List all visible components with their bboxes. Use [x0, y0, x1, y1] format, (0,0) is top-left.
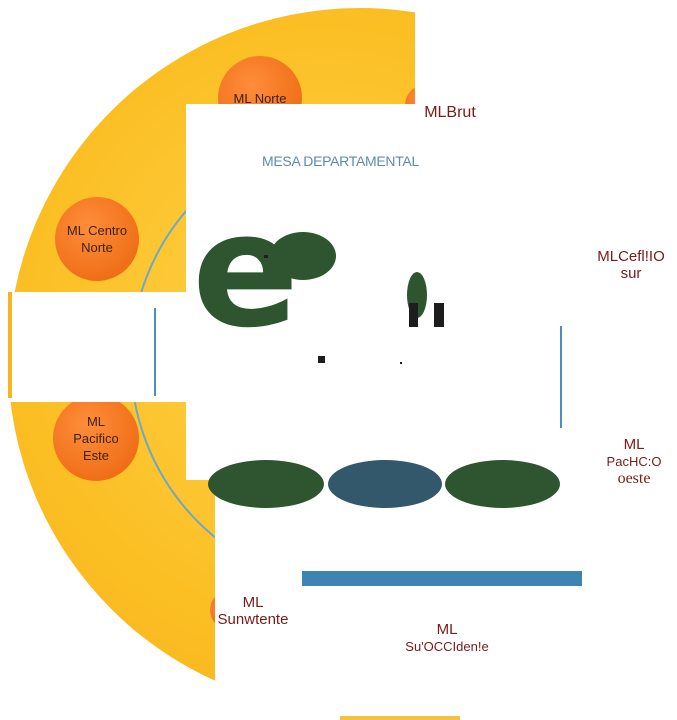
label-ml-sunwtente: ML Sunwtente [214, 594, 292, 628]
node-pacifico-este-line1: ML [86, 413, 106, 429]
blue-horizontal-bar [302, 571, 582, 586]
left-strip-edge [8, 292, 12, 398]
node-centro-norte-line2: Norte [81, 240, 113, 255]
node-ml-pacifico-este: ML Pacifico Este [53, 395, 139, 481]
label-ml-sur-line1: MLCefl!IO [597, 248, 665, 265]
label-ml-sur: MLCefl!IO sur [588, 248, 674, 282]
dark-bar-left [409, 303, 418, 327]
right-blue-line [560, 326, 562, 428]
label-ml-pacifico-oeste: ML PacHC:O oeste [592, 436, 676, 487]
label-ml-brut: MLBrut [424, 104, 476, 121]
left-blue-line [154, 308, 156, 396]
green-blob-top [270, 232, 336, 280]
small-dot-left [318, 356, 325, 363]
label-sun-line2: Sunwtente [217, 611, 289, 628]
label-pac-line3: oeste [617, 470, 651, 487]
diagram-title: MESA DEPARTAMENTAL [262, 153, 419, 169]
label-ml-sur-line2: sur [620, 265, 642, 282]
label-pac-line2: PacHC:O [606, 454, 662, 469]
node-pacifico-este-line2: Pacifico [73, 430, 119, 446]
oval-right [445, 460, 560, 508]
center-white-panel [186, 104, 562, 480]
label-ml-suroccidente: ML Su'OCCIden!e [390, 621, 504, 655]
node-ml-centro-norte: ML Centro Norte [55, 197, 139, 281]
oval-middle [328, 460, 442, 508]
label-pac-line1: ML [623, 436, 645, 453]
dark-bar-right [434, 303, 444, 327]
left-white-strip [8, 292, 188, 402]
small-dot-right [400, 362, 402, 364]
node-pacifico-este-line3: Este [82, 447, 109, 463]
node-ml-norte-label: ML Norte [233, 90, 287, 106]
small-dash [264, 255, 268, 258]
node-centro-norte-line1: ML Centro [66, 223, 128, 238]
bottom-white-panel [215, 480, 677, 720]
bottom-yellow-line [340, 716, 460, 720]
label-suo-line1: ML [436, 621, 458, 638]
oval-left [208, 460, 324, 508]
label-suo-line2: Su'OCCIden!e [405, 639, 489, 654]
label-sun-line1: ML [242, 594, 264, 611]
